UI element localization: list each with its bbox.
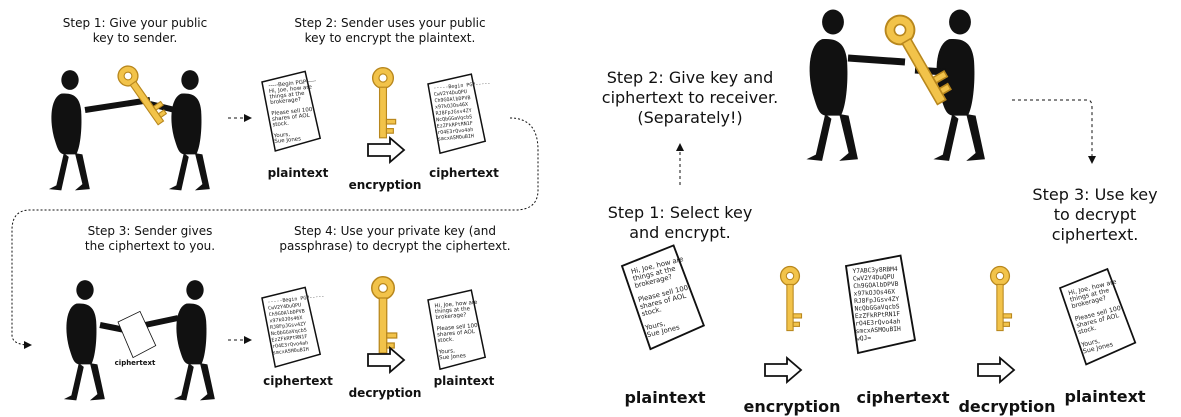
letter-line: Yours, xyxy=(437,348,455,356)
letter-line: Hi, Joe, how are xyxy=(269,84,313,95)
cipher-line: -----Begin PGP----- xyxy=(433,81,491,92)
letter-line: things at the xyxy=(435,306,471,315)
cipher-line: Ch9GOAlbDPVB xyxy=(269,308,306,318)
left-ciphertext-doc-2: -----Begin PGP-----CwV2Y4DuQPUCh9GOAlbDP… xyxy=(260,285,325,369)
right-plaintext-label-2: plaintext xyxy=(1064,387,1146,406)
left-ciphertext-doc-1: -----Begin PGP-----CwV2Y4DuQPUCh9GOAlbDP… xyxy=(426,72,491,155)
letter-line: things at the xyxy=(269,91,305,101)
cipher-line: smcxASMOuBIH xyxy=(856,326,902,335)
left-arm-2 xyxy=(149,101,176,113)
cipher-line: EzZFkRPtRN1F xyxy=(437,121,474,130)
right-ciphertext-doc: Y7ABC3y8RBM4CwV2Y4DuQPUCh9GOAlbDPVBx97kO… xyxy=(844,254,917,355)
cipher-line: x97kOJOs46X xyxy=(435,102,469,111)
left-step3-label: Step 3: Sender gives the ciphertext to y… xyxy=(84,224,216,253)
left-row2-plaintext-label: plaintext xyxy=(433,374,495,388)
cipher-line: -----Begin PGP----- xyxy=(267,293,325,305)
left-row1-ciphertext-label: ciphertext xyxy=(429,166,499,180)
letter-line: Please sell 100 xyxy=(436,323,478,333)
cipher-line: CwV2Y4DuQPU xyxy=(853,273,895,282)
letter-line: stock. xyxy=(272,121,289,129)
right-ciphertext-label: ciphertext xyxy=(856,388,950,407)
letter-line: brokerage? xyxy=(270,97,301,106)
right-encryption-label: encryption xyxy=(743,397,841,416)
letter-line: Yours, xyxy=(272,132,290,140)
cipher-line: Y7ABC3y8RBM4 xyxy=(852,266,898,275)
left-key-1-icon xyxy=(113,60,172,130)
left-key-2-icon xyxy=(371,66,397,139)
left-step4-label: Step 4: Use your private key (and passph… xyxy=(279,224,511,253)
left-plaintext-doc-1: -----Begin PGP-----Hi, Joe, how arething… xyxy=(260,69,322,153)
cipher-line: smcxASMOuBIH xyxy=(438,133,475,142)
left-loop-connector xyxy=(11,117,539,349)
left-handoff-ciphertext-label: ciphertext xyxy=(114,359,156,367)
right-step3-label: Step 3: Use key to decrypt ciphertext. xyxy=(1032,185,1158,244)
letter-line: Please sell 100 xyxy=(271,107,313,117)
cipher-line: rO4E3rQvo4ah xyxy=(855,318,901,327)
cipher-line: RJ8FpJGsv4ZY xyxy=(854,296,900,305)
left-arm-1 xyxy=(84,97,151,113)
cipher-line: smcxASMOuBIH xyxy=(273,347,310,357)
cipher-line: RJ8FpJGsv4ZY xyxy=(270,321,307,331)
cipher-line: x97kOJOs46X xyxy=(269,315,303,324)
left-figure-3 xyxy=(63,280,105,401)
right-arm-1 xyxy=(847,54,906,66)
letter-line: brokerage? xyxy=(435,312,466,321)
cipher-line: NcQbGGaVqcbS xyxy=(854,303,900,312)
letter-line: Sue Jones xyxy=(439,353,466,361)
right-step2-label: Step 2: Give key and ciphertext to recei… xyxy=(601,68,779,127)
right-arrow-decrypt-icon xyxy=(977,357,1015,383)
left-arrow-encrypt-icon xyxy=(367,137,405,163)
left-row2-decryption-label: decryption xyxy=(348,386,422,400)
letter-line: stock. xyxy=(437,337,454,344)
left-figure-4 xyxy=(173,280,215,401)
left-step1-label: Step 1: Give your public key to sender. xyxy=(62,16,208,45)
right-key-3-icon xyxy=(989,265,1013,332)
cipher-line: x97kOJOs46X xyxy=(854,288,896,297)
left-handoff-paper xyxy=(116,309,158,360)
right-connector-down xyxy=(1012,99,1096,164)
left-key-3-icon xyxy=(371,276,398,354)
right-key-2-icon xyxy=(779,265,803,332)
cipher-line: CwV2Y4DuQPU xyxy=(268,302,302,311)
letter-line: shares of AOL xyxy=(272,113,311,123)
cipher-line: rO4E3rQvo4ah xyxy=(437,127,474,136)
left-row1-plaintext-label: plaintext xyxy=(267,166,329,180)
left-figure-2 xyxy=(168,70,210,191)
right-step1-label: Step 1: Select key and encrypt. xyxy=(607,203,753,242)
letter-line: stock. xyxy=(1077,325,1097,336)
letter-line: Hi, Joe, how are xyxy=(434,300,478,310)
cipher-line: CwV2Y4DuQPU xyxy=(434,89,468,98)
cipher-line: Ch9GOAlbDPVB xyxy=(853,281,899,290)
cipher-line: EzZFkRPtRN1F xyxy=(271,334,308,344)
right-figure-1 xyxy=(806,9,858,161)
right-arrow-encrypt-icon xyxy=(764,357,802,383)
left-step2-label: Step 2: Sender uses your public key to e… xyxy=(294,16,486,45)
cipher-line: EzZFkRPtRN1F xyxy=(855,311,901,320)
right-figure-2 xyxy=(933,9,985,161)
cipher-line: Ch9GOAlbDPVB xyxy=(434,95,471,104)
left-figure-1 xyxy=(48,70,90,191)
letter-line: -----Begin PGP----- xyxy=(268,78,316,89)
cipher-line: rO4E3rQvo4ah xyxy=(272,340,309,350)
left-row1-encryption-label: encryption xyxy=(348,178,422,192)
left-row2-ciphertext-label: ciphertext xyxy=(263,374,333,388)
letter-line: shares of AOL xyxy=(437,329,476,338)
cipher-line: NcQbGGaVqcbS xyxy=(436,114,473,123)
right-plaintext-label-1: plaintext xyxy=(624,388,706,407)
right-decryption-label: decryption xyxy=(958,397,1056,416)
left-arm-4 xyxy=(144,315,179,328)
cipher-line: NcQbGGaVqcbS xyxy=(271,328,308,338)
letter-line: Yours, xyxy=(1080,338,1101,350)
cipher-line: RJ8FpJGsv4ZY xyxy=(435,108,472,117)
cipher-line: wQJ= xyxy=(856,335,872,343)
letter-line: Sue Jones xyxy=(274,136,301,145)
